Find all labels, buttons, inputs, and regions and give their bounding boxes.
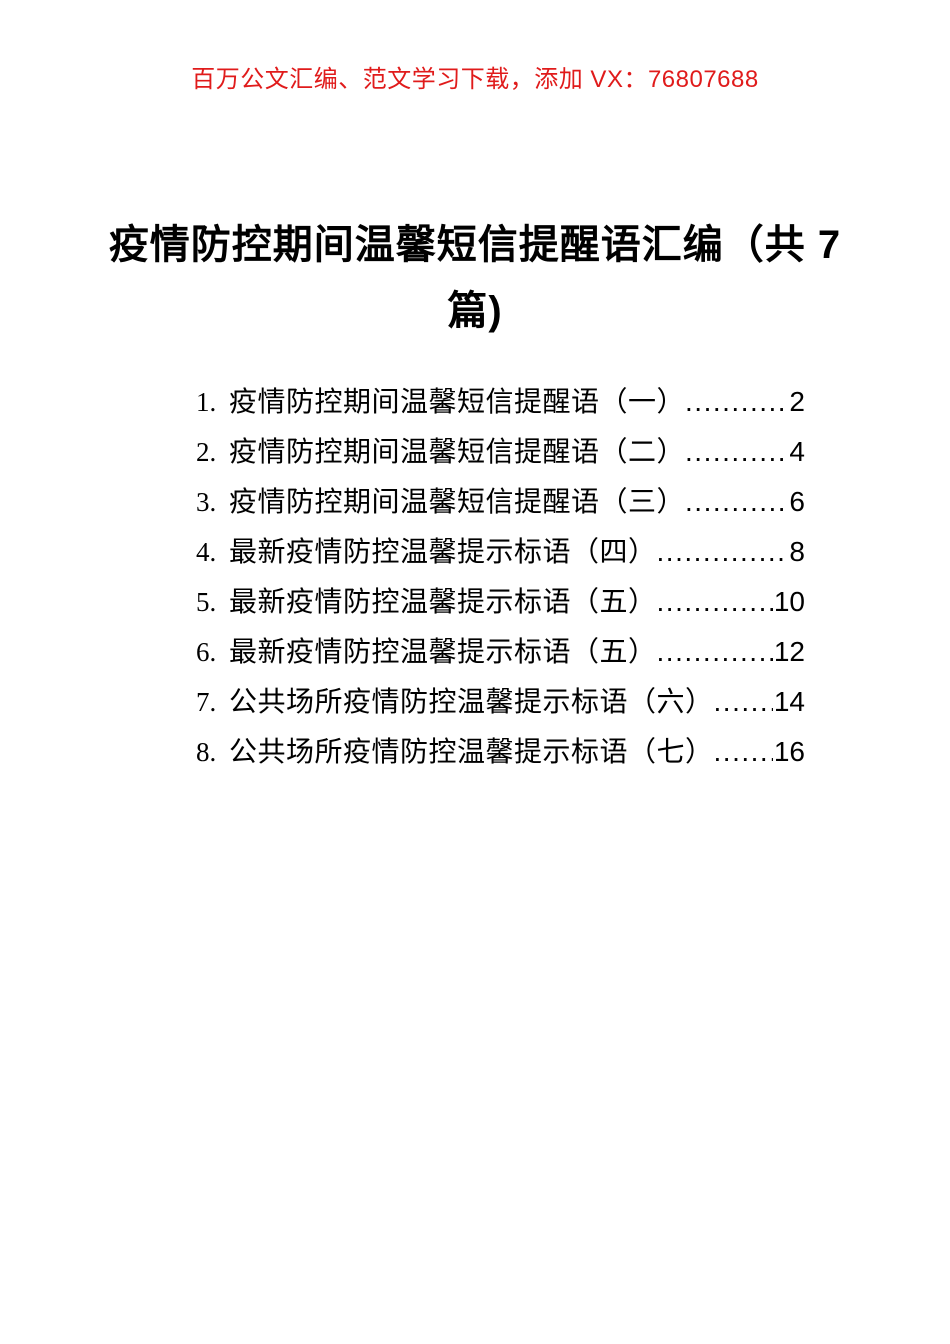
toc-leader-dots: ........................................… (713, 736, 773, 767)
toc-item-title: 疫情防控期间温馨短信提醒语（二） (229, 436, 686, 467)
toc-item-number: 7. (196, 687, 217, 717)
toc-list: 1. 疫情防控期间温馨短信提醒语（一） ....................… (196, 377, 805, 777)
toc-item-title: 公共场所疫情防控温馨提示标语（六） (229, 686, 714, 717)
toc-item-title: 疫情防控期间温馨短信提醒语（一） (229, 386, 686, 417)
toc-leader-dots: ........................................… (656, 636, 773, 667)
toc-leader-dots: ........................................… (656, 586, 773, 617)
toc-item[interactable]: 2. 疫情防控期间温馨短信提醒语（二） ....................… (196, 427, 805, 477)
toc-page-number: 12 (773, 636, 805, 667)
toc-page-number: 6 (789, 486, 805, 517)
toc-item[interactable]: 1. 疫情防控期间温馨短信提醒语（一） ....................… (196, 377, 805, 427)
toc-page-number: 2 (789, 386, 805, 417)
toc-item-number: 6. (196, 637, 217, 667)
toc-item-title: 最新疫情防控温馨提示标语（四） (229, 536, 657, 567)
page-title-line-2: 篇) (447, 289, 503, 333)
toc-item[interactable]: 5. 最新疫情防控温馨提示标语（五） .....................… (196, 577, 805, 627)
toc-item-title: 公共场所疫情防控温馨提示标语（七） (229, 736, 714, 767)
toc-item-title: 疫情防控期间温馨短信提醒语（三） (229, 486, 686, 517)
toc-item-title: 最新疫情防控温馨提示标语（五） (229, 586, 657, 617)
toc-leader-dots: ........................................… (656, 536, 789, 567)
header-notice: 百万公文汇编、范文学习下载，添加 VX：76807688 (191, 66, 759, 93)
toc-page-number: 4 (789, 436, 805, 467)
toc-item[interactable]: 8. 公共场所疫情防控温馨提示标语（七） ...................… (196, 727, 805, 777)
toc-page-number: 14 (773, 686, 805, 717)
toc-leader-dots: ........................................… (685, 486, 789, 517)
toc-item-number: 4. (196, 537, 217, 567)
toc-page-number: 16 (773, 736, 805, 767)
toc-item-number: 5. (196, 587, 217, 617)
toc-leader-dots: ........................................… (685, 386, 789, 417)
toc-page-number: 8 (789, 536, 805, 567)
toc-item-number: 8. (196, 737, 217, 767)
toc-item[interactable]: 6. 最新疫情防控温馨提示标语（五） .....................… (196, 627, 805, 677)
toc-item[interactable]: 3. 疫情防控期间温馨短信提醒语（三） ....................… (196, 477, 805, 527)
toc-item-number: 2. (196, 437, 217, 467)
toc-leader-dots: ........................................… (713, 686, 773, 717)
toc-item-title: 最新疫情防控温馨提示标语（五） (229, 636, 657, 667)
toc-item-number: 3. (196, 487, 217, 517)
toc-item[interactable]: 4. 最新疫情防控温馨提示标语（四） .....................… (196, 527, 805, 577)
page-title-line-1: 疫情防控期间温馨短信提醒语汇编（共 7 (108, 223, 842, 267)
toc-item-number: 1. (196, 387, 217, 417)
toc-leader-dots: ........................................… (685, 436, 789, 467)
toc-item[interactable]: 7. 公共场所疫情防控温馨提示标语（六） ...................… (196, 677, 805, 727)
toc-page-number: 10 (773, 586, 805, 617)
page-title: 疫情防控期间温馨短信提醒语汇编（共 7 篇) (70, 212, 880, 344)
